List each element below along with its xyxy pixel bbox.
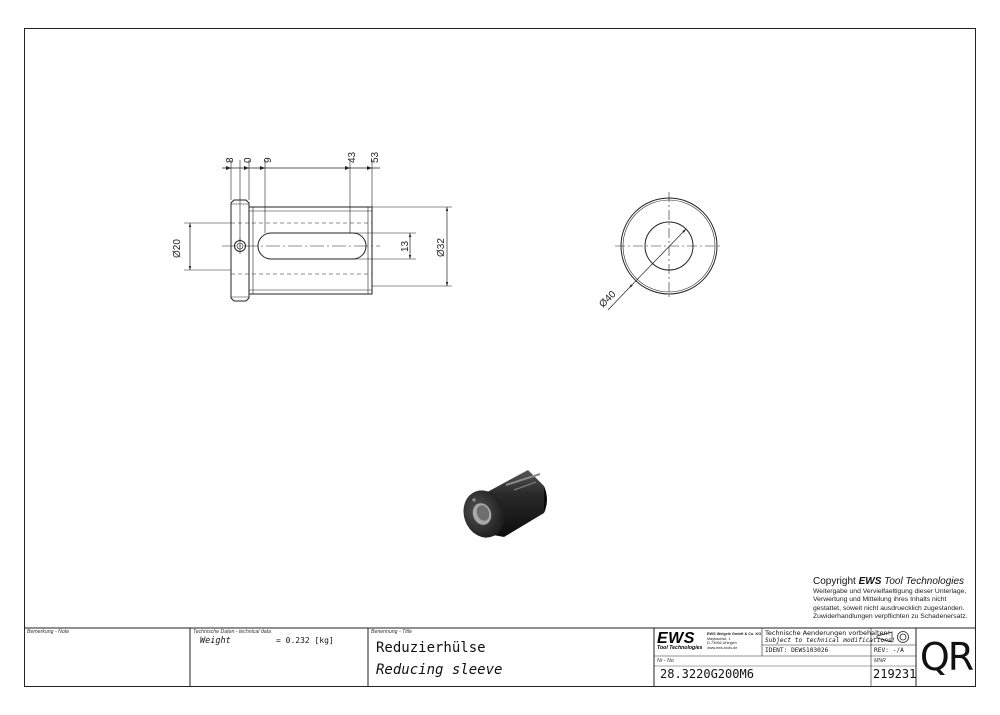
copyright-line: gestattet, soweit nicht ausdruecklich zu…	[813, 604, 965, 612]
dim-dia32: Ø32	[436, 238, 447, 257]
copyright-line: Verwertung und Mitteilung ihres Inhalts …	[813, 596, 947, 604]
ident-number: IDENT: DEWS103026	[765, 647, 829, 654]
weight-value: = 0.232 [kg]	[276, 636, 334, 645]
dim-53: 53	[370, 151, 381, 163]
dim-8: 8	[225, 157, 236, 163]
title-label: Benennung - Title	[371, 629, 412, 635]
front-view	[607, 192, 723, 311]
title-german: Reduzierhülse	[376, 640, 486, 656]
copyright-line: Zuwiderhandlungen verpflichten zu Schade…	[813, 613, 968, 621]
title-english: Reducing sleeve	[376, 662, 503, 678]
revision: REV: -/A	[874, 647, 904, 654]
company-address: EWS Weigele GmbH & Co. KG Maybachstr. 1 …	[707, 632, 762, 650]
remark-label: Bemerkung - Note	[27, 629, 70, 635]
qr-mark: QR	[919, 635, 974, 679]
notice-german: Technische Aenderungen vorbehalten!	[765, 629, 891, 637]
copyright-line: Weitergabe und Vervielfaeltigung dieser …	[813, 588, 967, 595]
ews-logo: EWS Tool Technologies	[657, 630, 703, 651]
tech-data-label: Technische Daten - technical data	[193, 629, 271, 635]
copyright-notice: Copyright EWS Tool Technologies Weiterga…	[813, 576, 973, 622]
flange-outline	[230, 199, 250, 302]
number-label: Nr - No	[657, 658, 674, 664]
title-block-lines	[24, 627, 976, 687]
projection-symbol-icon	[876, 631, 909, 643]
mnr-number: 219231	[873, 667, 917, 681]
side-view	[184, 160, 452, 302]
copyright-title: Copyright EWS Tool Technologies	[813, 576, 965, 587]
notice-english: Subject to technical modifications!	[765, 637, 896, 644]
sleeve-body-outline	[248, 206, 373, 295]
dim-43: 43	[347, 151, 358, 163]
dim-dia20: Ø20	[172, 239, 183, 258]
drawing-frame	[24, 28, 976, 687]
dim-9: 9	[263, 157, 274, 163]
part-number: 28.3220G200M6	[660, 667, 754, 681]
dim-dia40: Ø40	[597, 289, 618, 310]
mnr-label: MNR	[874, 658, 886, 664]
weight-label: Weight	[200, 636, 231, 646]
dim-13: 13	[400, 240, 411, 252]
dim-0: 0	[243, 157, 254, 163]
isometric-render	[463, 470, 547, 538]
